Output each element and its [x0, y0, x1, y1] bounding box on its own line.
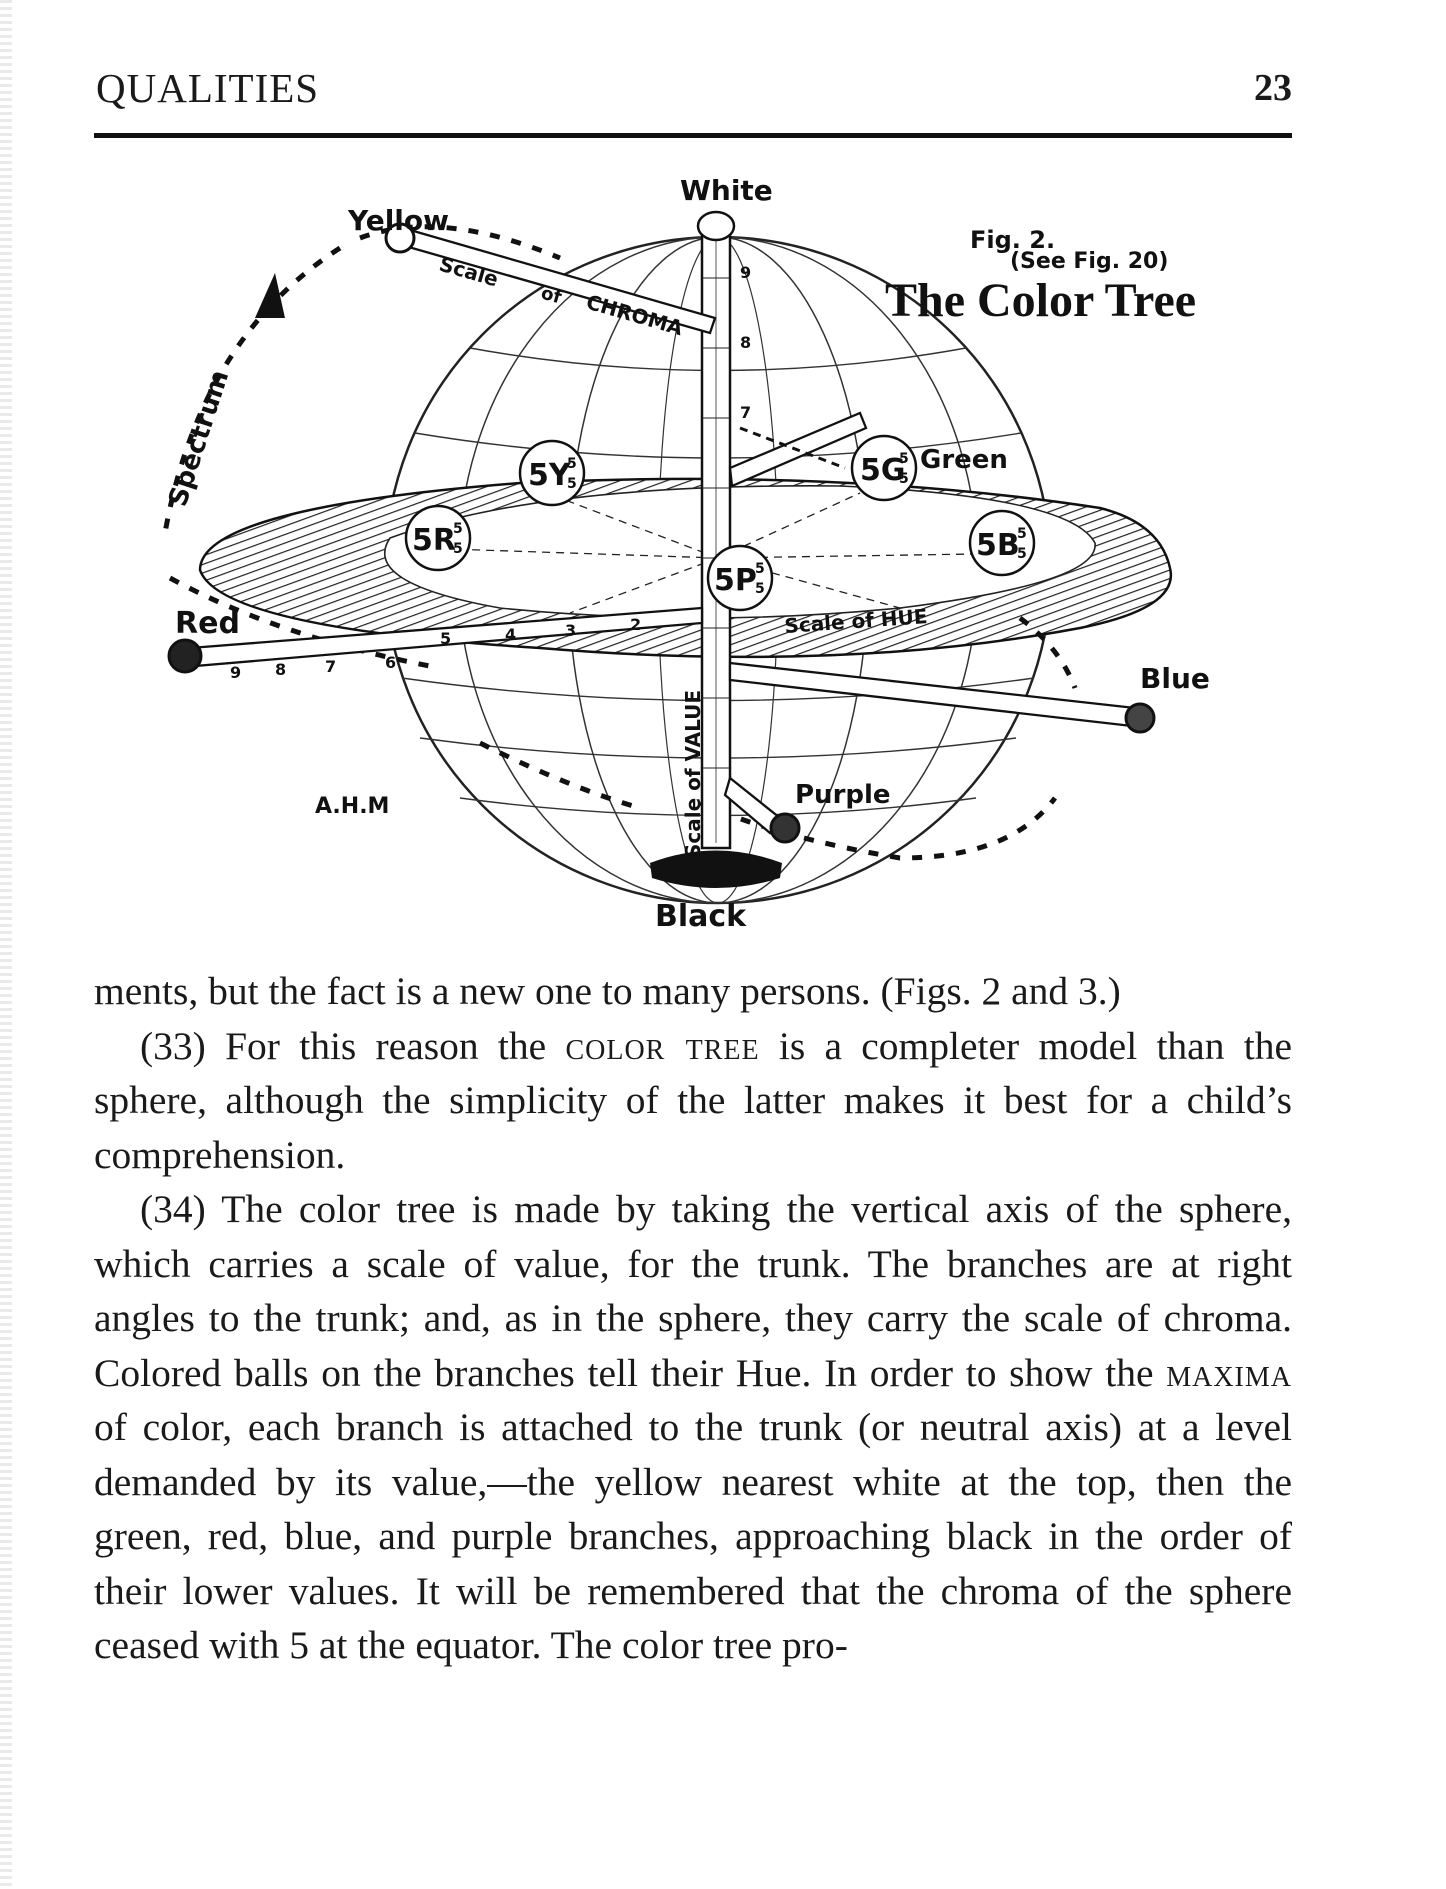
paragraph-1: ments, but the fact is a new one to many… [94, 964, 1292, 1019]
label-green: Green [920, 445, 1008, 475]
white-cap [696, 210, 736, 242]
label-yellow: Yellow [347, 204, 449, 237]
scan-edge [0, 0, 12, 1889]
label-spectrum: Spectrum [163, 367, 235, 511]
hue-ball-label: 5P [714, 563, 757, 598]
paragraph-1-text: ments, but the fact is a new one to many… [94, 969, 1121, 1013]
running-head-title: QUALITIES [96, 65, 320, 111]
hue-ball-label: 5G [860, 453, 906, 488]
hue-ball-label: 5R [412, 523, 456, 558]
color-tree-illustration: 9 8 7 6 5Y 5 5 5G 5 5 [162, 178, 1210, 934]
blue-ball [1124, 702, 1156, 734]
spectrum-orbit-arc [359, 224, 561, 261]
chroma-numbers: 9 8 7 6 5 4 3 2 [230, 615, 641, 682]
spectrum-orbit-blue [1018, 616, 1078, 689]
label-purple: Purple [795, 780, 891, 810]
purple-ball [769, 812, 801, 844]
figure-title: The Color Tree [885, 274, 1196, 327]
paragraph-2-text-a: (33) For this reason the [140, 1023, 566, 1068]
trunk-ticks [702, 277, 730, 769]
purple-branch [723, 776, 782, 835]
chroma-number: 2 [630, 615, 641, 634]
label-initials: A.H.M [315, 794, 389, 819]
trunk-number: 8 [740, 333, 751, 352]
color-tree-figure: 9 8 7 6 5Y 5 5 5G 5 5 [140, 178, 1250, 938]
hue-ball-5r: 5R 5 5 [404, 504, 472, 572]
frac-top: 5 [1017, 526, 1027, 542]
hue-ball-5g: 5G 5 5 [850, 434, 918, 502]
paragraph-3-text-a: (34) The color tree is made by taking th… [94, 1187, 1292, 1395]
chroma-number: 6 [385, 653, 396, 672]
hue-ball-label: 5B [976, 528, 1020, 563]
label-red: Red [175, 606, 240, 641]
red-ball [167, 638, 203, 674]
hue-ball-5p: 5P 5 5 [706, 544, 774, 612]
label-black: Black [655, 899, 747, 934]
frac-top: 5 [567, 456, 577, 472]
chroma-number: 8 [275, 660, 286, 679]
paragraph-2-text-b: is a completer model than the sphere, al… [94, 1023, 1292, 1177]
label-scale-value: Scale of VALUE [681, 690, 705, 858]
label-white: White [680, 178, 773, 207]
frac-bottom: 5 [755, 581, 765, 597]
chroma-number: 9 [230, 663, 241, 682]
body-text: ments, but the fact is a new one to many… [94, 964, 1292, 1673]
frac-bottom: 5 [899, 471, 909, 487]
hue-ball-5y: 5Y 5 5 [518, 439, 586, 507]
trunk-number: 7 [740, 403, 751, 422]
running-head: QUALITIES 23 [96, 58, 1292, 118]
chroma-number: 3 [565, 621, 576, 640]
green-leader [739, 426, 846, 470]
trunk-number: 9 [740, 263, 751, 282]
chroma-number: 4 [505, 625, 516, 644]
frac-bottom: 5 [567, 476, 577, 492]
hue-ball-5b: 5B 5 5 [968, 509, 1036, 577]
paragraph-2: (33) For this reason the color tree is a… [94, 1019, 1292, 1183]
spectrum-arrow [255, 273, 285, 318]
frac-bottom: 5 [1017, 546, 1027, 562]
figure-caption-see: (See Fig. 20) [1010, 249, 1168, 274]
frac-top: 5 [755, 561, 765, 577]
figure-caption: Fig. 2. [970, 226, 1055, 254]
paragraph-3: (34) The color tree is made by taking th… [94, 1182, 1292, 1673]
chroma-number: 5 [440, 629, 451, 648]
paragraph-3-smallcaps: maxima [1166, 1350, 1292, 1395]
label-blue: Blue [1140, 662, 1210, 695]
paragraph-3-text-b: of color, each branch is attached to the… [94, 1405, 1292, 1667]
chroma-number: 7 [325, 657, 336, 676]
paragraph-2-smallcaps: color tree [565, 1023, 760, 1068]
hue-ball-label: 5Y [528, 458, 572, 493]
header-rule [94, 133, 1292, 138]
spectrum-orbit [162, 245, 1057, 861]
yellow-ball [384, 222, 416, 254]
frac-top: 5 [453, 521, 463, 537]
black-base [650, 850, 782, 888]
blue-branch [728, 661, 1137, 728]
frac-top: 5 [899, 451, 909, 467]
frac-bottom: 5 [453, 541, 463, 557]
page-number: 23 [1254, 67, 1292, 109]
